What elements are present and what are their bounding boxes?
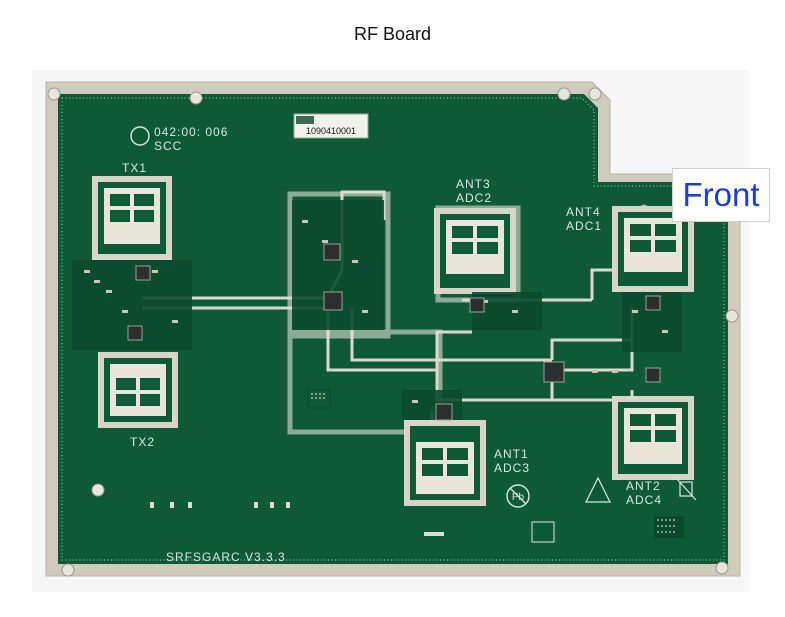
antenna-sub-ant3: ADC2 xyxy=(456,191,492,205)
antenna-label-ant1: ANT1 xyxy=(494,447,529,461)
warning-triangle-icon xyxy=(585,476,611,503)
antenna-patch-ant1 xyxy=(404,420,486,506)
antenna-label-tx1: TX1 xyxy=(122,161,147,175)
antenna-sub-ant2: ADC4 xyxy=(626,493,662,507)
et-logo-icon xyxy=(130,126,150,146)
antenna-patch-ant3 xyxy=(434,208,516,294)
board-marking-a: 042:00: 006 xyxy=(154,125,228,139)
antenna-label-ant3: ANT3 xyxy=(456,177,491,191)
pcb-illustration: 1090410001 042:00: 006 SCC TX1 TX2 ANT3 … xyxy=(45,81,741,577)
antenna-label-ant2: ANT2 xyxy=(626,479,661,493)
svg-text:Pb: Pb xyxy=(512,492,525,503)
antenna-patch-ant2 xyxy=(612,396,694,480)
figure-caption: RF Board xyxy=(353,24,432,44)
antenna-patch-tx2 xyxy=(98,352,178,428)
front-side-label: Front xyxy=(672,168,770,222)
barcode-label: 1090410001 xyxy=(293,113,369,139)
barcode-text: 1090410001 xyxy=(306,126,356,136)
lead-free-icon: Pb xyxy=(506,484,530,508)
rf-board-photo: 1090410001 042:00: 006 SCC TX1 TX2 ANT3 … xyxy=(32,70,770,592)
weee-bin-icon xyxy=(675,477,697,501)
antenna-sub-ant1: ADC3 xyxy=(494,461,530,475)
antenna-patch-tx1 xyxy=(92,176,172,260)
antenna-sub-ant4: ADC1 xyxy=(566,219,602,233)
board-name: SRFSGARC V3.3.3 xyxy=(166,550,286,564)
antenna-label-ant4: ANT4 xyxy=(566,205,601,219)
antenna-label-tx2: TX2 xyxy=(130,435,155,449)
pcb-substrate xyxy=(58,94,728,564)
board-marking-b: SCC xyxy=(154,139,182,153)
